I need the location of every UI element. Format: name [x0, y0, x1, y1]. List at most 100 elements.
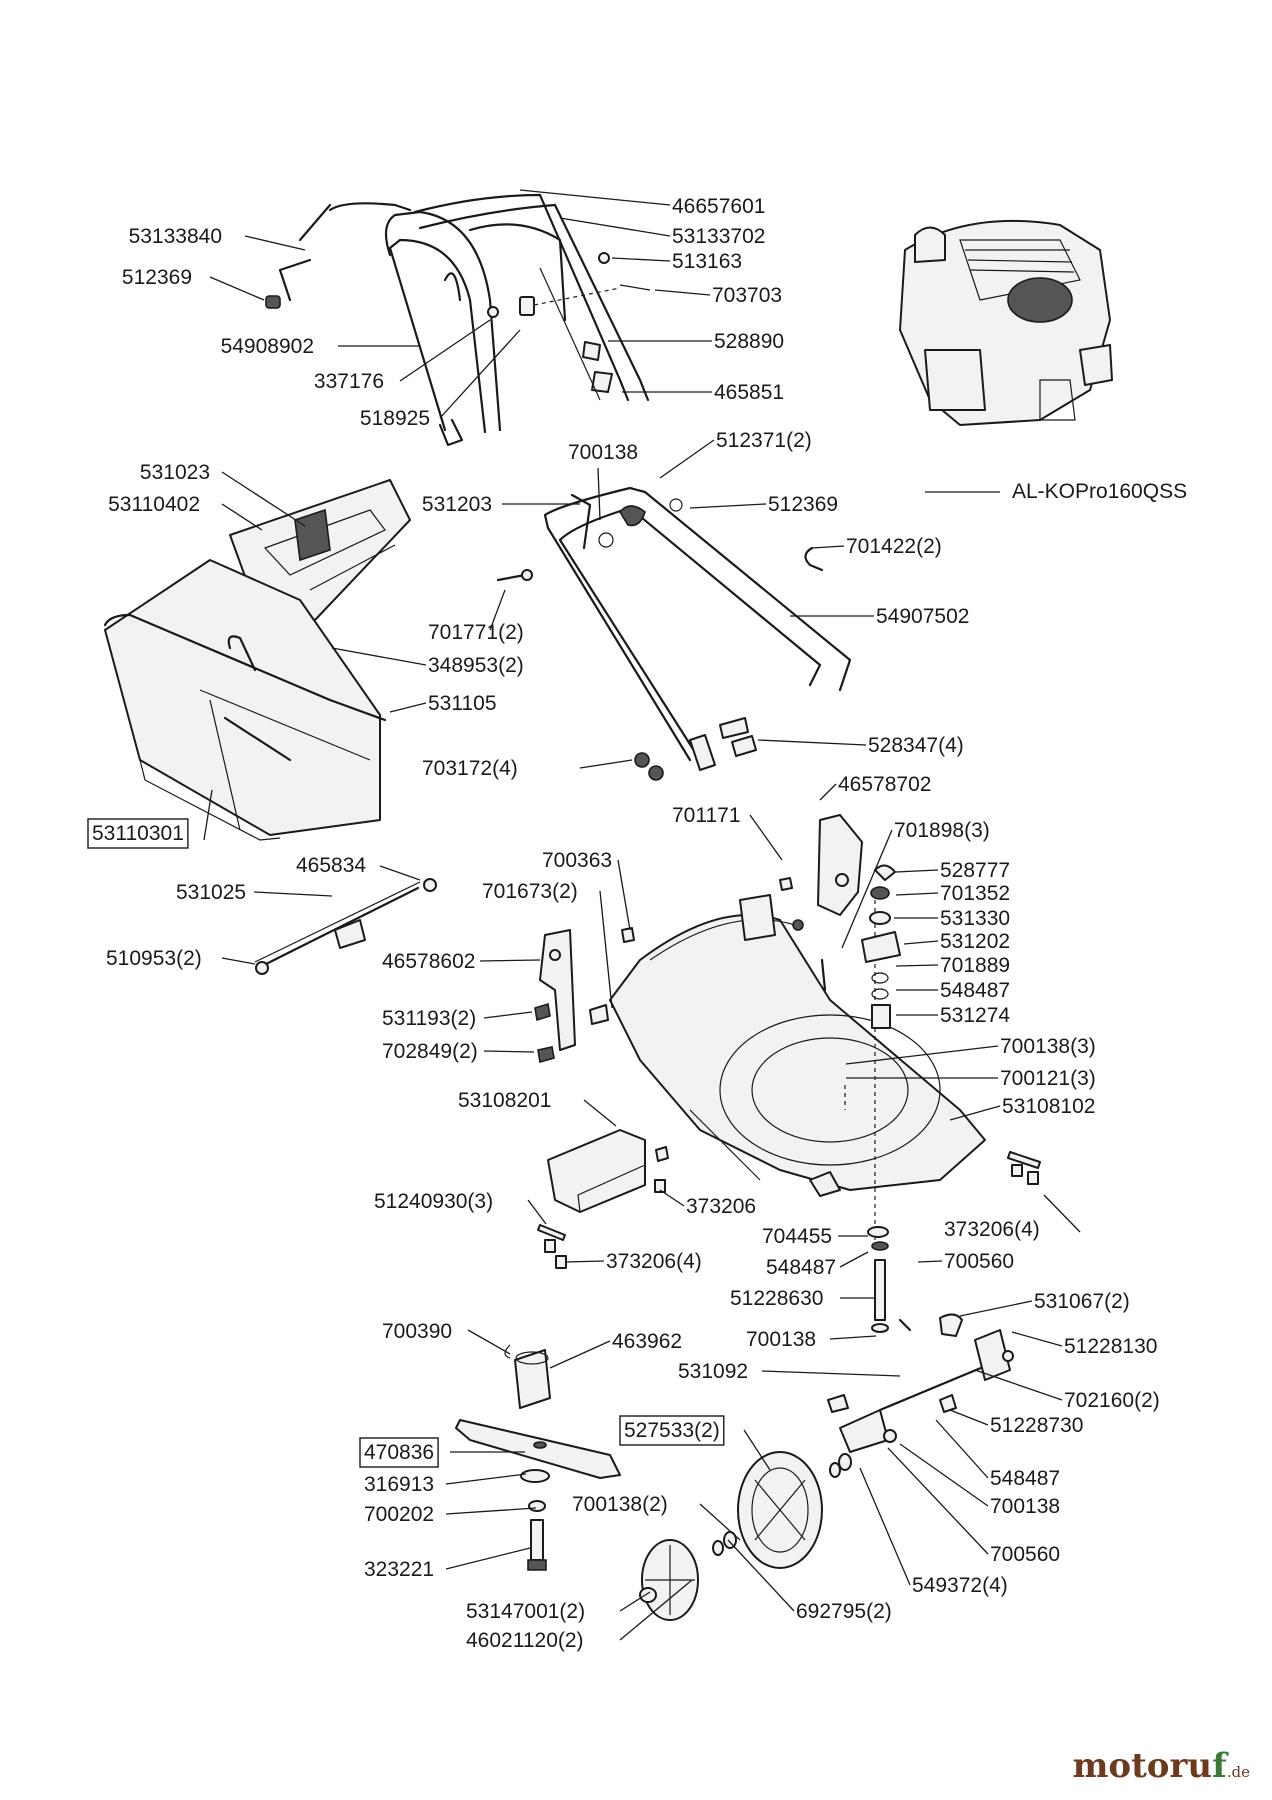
part-callout-528347: 528347(4) — [757, 734, 964, 757]
leader-line — [399, 319, 491, 382]
part-callout-348953: 348953(2) — [331, 647, 524, 677]
part-callout-531092: 531092 — [678, 1360, 901, 1383]
part-callout-700560a: 700560 — [917, 1250, 1014, 1273]
part-number-label: 548487 — [766, 1256, 836, 1279]
part-number-label: 701422(2) — [846, 535, 942, 558]
part-callout-373206b: 373206(4) — [944, 1194, 1081, 1241]
part-callout-701771: 701771(2) — [428, 589, 524, 644]
part-number-label: 704455 — [762, 1225, 832, 1248]
blade-assembly-drawing — [455, 1344, 621, 1571]
part-number-label: 700390 — [382, 1320, 452, 1343]
part-number-label: 548487 — [940, 979, 1010, 1002]
part-callout-700202: 700202 — [364, 1503, 537, 1526]
part-number-label: 53133840 — [129, 225, 222, 248]
leader-line — [445, 1473, 527, 1485]
leader-line — [761, 1370, 901, 1377]
part-number-label: 512371(2) — [716, 429, 812, 452]
part-callout-548487a: 548487 — [896, 979, 1010, 1002]
leader-line — [959, 1300, 1033, 1317]
leader-line — [699, 1503, 741, 1541]
part-number-label: 700202 — [364, 1503, 434, 1526]
leader-line — [244, 235, 306, 251]
part-number-label: 51228130 — [1064, 1335, 1157, 1358]
part-callout-700121: 700121(3) — [846, 1067, 1096, 1090]
leader-line — [845, 1045, 999, 1065]
height-adjust-parts-drawing — [779, 814, 901, 1029]
leader-line — [467, 1329, 511, 1355]
part-number-label: 702160(2) — [1064, 1389, 1160, 1412]
part-number-label: 470836 — [364, 1441, 434, 1464]
part-number-label: 54908902 — [221, 335, 314, 358]
leader-line — [903, 940, 939, 945]
part-callout-701889: 701889 — [895, 954, 1010, 977]
part-callout-373206c: 373206(4) — [565, 1250, 702, 1273]
part-callout-51228130: 51228130 — [1011, 1331, 1157, 1358]
part-callout-700138a: 700138 — [568, 441, 638, 521]
part-callout-531193: 531193(2) — [382, 1007, 533, 1030]
leader-line — [445, 1507, 537, 1515]
part-number-label: 465834 — [296, 854, 366, 877]
part-callout-700560b: 700560 — [887, 1447, 1060, 1566]
leader-line — [949, 1409, 989, 1426]
part-callout-46021120: 46021120(2) — [466, 1579, 693, 1652]
leader-line — [819, 783, 837, 801]
part-callout-692795: 692795(2) — [727, 1539, 892, 1623]
part-number-label: 531193(2) — [382, 1007, 476, 1030]
part-callout-46657601: 46657601 — [519, 189, 765, 218]
part-number-label: 692795(2) — [796, 1600, 892, 1623]
part-number-label: 531067(2) — [1034, 1290, 1130, 1313]
leader-line — [859, 1467, 911, 1586]
part-callout-700138d: 700138(2) — [572, 1493, 741, 1541]
part-number-label: 701673(2) — [482, 880, 578, 903]
leader-line — [331, 647, 427, 666]
front-axle-drawing — [827, 1329, 1014, 1453]
part-callout-701171: 701171 — [672, 804, 783, 861]
label-box — [87, 818, 189, 849]
part-callout-463962: 463962 — [549, 1330, 682, 1369]
part-callout-470836: 470836 — [359, 1437, 525, 1468]
watermark-accent: f — [1212, 1746, 1227, 1786]
leader-line — [579, 759, 633, 769]
part-callout-53108201: 53108201 — [458, 1089, 617, 1127]
leader-line — [203, 789, 213, 841]
leader-line — [895, 892, 939, 896]
part-callout-549372: 549372(4) — [859, 1467, 1008, 1597]
leader-line — [479, 959, 541, 962]
part-number-label: 531330 — [940, 907, 1010, 930]
part-callout-510953: 510953(2) — [106, 947, 256, 970]
part-number-label: 53110301 — [92, 822, 184, 845]
part-number-label: 527533(2) — [624, 1419, 720, 1442]
part-number-label: 373206(4) — [606, 1250, 702, 1273]
leader-line — [935, 1419, 989, 1479]
part-number-label: 518925 — [360, 407, 430, 430]
part-callout-528890: 528890 — [608, 330, 784, 353]
part-callout-53108102: 53108102 — [949, 1095, 1095, 1121]
part-callout-512369a: 512369 — [122, 266, 265, 301]
part-number-label: 700363 — [542, 849, 612, 872]
part-number-label: 701889 — [940, 954, 1010, 977]
mower-deck-drawing — [609, 894, 986, 1240]
part-callout-700138c: 700138 — [746, 1328, 877, 1351]
part-number-label: 528347(4) — [868, 734, 964, 757]
part-number-label: 53110402 — [108, 493, 200, 516]
part-number-label: 701352 — [940, 882, 1010, 905]
part-number-label: 701771(2) — [428, 621, 524, 644]
part-callout-702849: 702849(2) — [382, 1040, 535, 1063]
part-number-label: 531274 — [940, 1004, 1010, 1027]
part-callout-54908902: 54908902 — [221, 335, 420, 358]
part-callout-703172: 703172(4) — [422, 757, 633, 780]
part-number-label: 528777 — [940, 859, 1010, 882]
part-number-label: 373206 — [686, 1195, 756, 1218]
part-callout-531025: 531025 — [176, 881, 333, 904]
leader-line — [727, 1539, 795, 1612]
part-callout-53147001: 53147001(2) — [466, 1591, 651, 1623]
part-number-label: 54907502 — [876, 605, 969, 628]
part-number-label: 337176 — [314, 370, 384, 393]
leader-line — [619, 1579, 693, 1641]
leader-line — [439, 329, 521, 419]
part-number-label: 549372(4) — [912, 1574, 1008, 1597]
part-callout-54907502: 54907502 — [790, 605, 969, 628]
